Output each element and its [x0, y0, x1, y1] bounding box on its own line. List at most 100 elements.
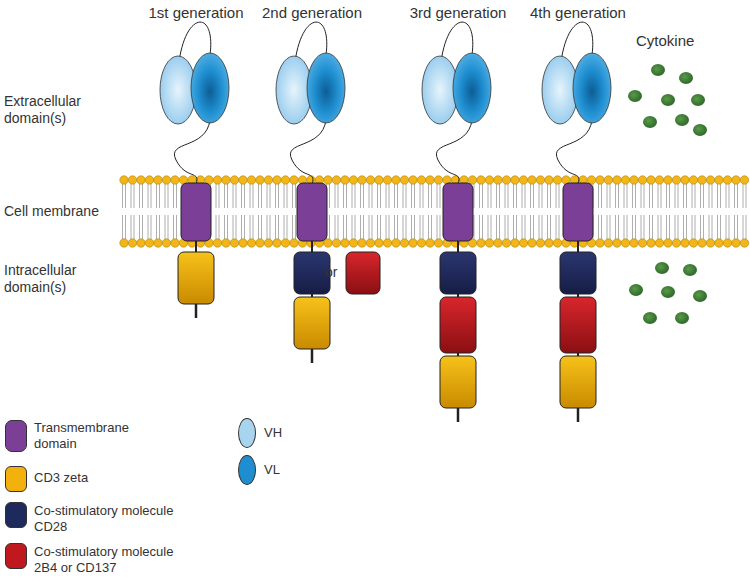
lipid-head — [681, 176, 689, 184]
lipid-tail — [125, 215, 126, 239]
lipid-head — [698, 176, 706, 184]
costim-2b4-cd137 — [440, 297, 476, 353]
costim-2b4-cd137 — [346, 252, 380, 294]
lipid-tail — [151, 215, 152, 239]
lipid-tail — [176, 184, 177, 208]
lipid-head — [120, 239, 128, 247]
lipid-tail — [267, 215, 268, 239]
lipid-head — [672, 239, 680, 247]
lipid-tail — [411, 184, 412, 208]
lipid-tail — [431, 184, 432, 208]
lipid-head — [383, 239, 391, 247]
lipid-tail — [380, 215, 381, 239]
lipid-tail — [729, 215, 730, 239]
lipid-tail — [678, 215, 679, 239]
vh-domain — [422, 56, 458, 124]
legend-swatch — [238, 418, 256, 448]
lipid-tail — [547, 215, 548, 239]
lipid-head — [290, 176, 298, 184]
lipid-tail — [700, 215, 701, 239]
lipid-tail — [658, 184, 659, 208]
cytokine-dot — [691, 94, 705, 106]
cd3-zeta — [440, 356, 476, 408]
lipid-tail — [488, 215, 489, 239]
lipid-head — [536, 239, 544, 247]
lipid-head — [723, 176, 731, 184]
lipid-tail — [258, 215, 259, 239]
lipid-tail — [632, 215, 633, 239]
lipid-tail — [598, 215, 599, 239]
generation-label: 1st generation — [136, 4, 256, 22]
lipid-head — [528, 176, 536, 184]
lipid-tail — [122, 184, 123, 208]
lipid-tail — [278, 184, 279, 208]
lipid-tail — [661, 184, 662, 208]
cytoplasmic-tail — [577, 408, 580, 422]
lipid-head — [706, 239, 714, 247]
lipid-head — [349, 239, 357, 247]
connector-stub — [311, 241, 313, 252]
lipid-tail — [717, 215, 718, 239]
lipid-tail — [292, 184, 293, 208]
lipid-tail — [618, 184, 619, 208]
lipid-tail — [598, 184, 599, 208]
lipid-tail — [372, 215, 373, 239]
row-label: Extracellular domain(s) — [4, 93, 119, 127]
lipid-tail — [261, 215, 262, 239]
lipid-tail — [258, 184, 259, 208]
lipid-tail — [270, 215, 271, 239]
lipid-tail — [661, 215, 662, 239]
hinge — [556, 120, 592, 184]
lipid-bilayer — [120, 176, 749, 247]
lipid-tail — [343, 184, 344, 208]
lipid-tail — [346, 215, 347, 239]
lipid-head — [596, 239, 604, 247]
lipid-head — [672, 176, 680, 184]
lipid-head — [213, 239, 221, 247]
lipid-tail — [227, 215, 228, 239]
lipid-tail — [159, 184, 160, 208]
cytokine-dot — [629, 284, 643, 296]
lipid-head — [145, 176, 153, 184]
lipid-head — [230, 176, 238, 184]
cytokine-dot — [643, 312, 657, 324]
lipid-tail — [559, 184, 560, 208]
lipid-head — [740, 176, 748, 184]
lipid-tail — [737, 184, 738, 208]
lipid-head — [604, 239, 612, 247]
lipid-tail — [355, 184, 356, 208]
lipid-head — [485, 176, 493, 184]
lipid-head — [332, 239, 340, 247]
lipid-tail — [423, 184, 424, 208]
lipid-tail — [692, 184, 693, 208]
lipid-tail — [641, 184, 642, 208]
lipid-head — [417, 176, 425, 184]
lipid-tail — [703, 184, 704, 208]
lipid-tail — [420, 184, 421, 208]
lipid-tail — [624, 184, 625, 208]
lipid-tail — [377, 184, 378, 208]
lipid-tail — [695, 215, 696, 239]
lipid-tail — [717, 184, 718, 208]
lipid-tail — [386, 184, 387, 208]
lipid-head — [222, 239, 230, 247]
lipid-head — [434, 176, 442, 184]
hinge — [436, 120, 472, 184]
lipid-head — [247, 176, 255, 184]
lipid-tail — [601, 215, 602, 239]
cytokine-dots — [628, 64, 707, 324]
lipid-tail — [236, 184, 237, 208]
lipid-tail — [505, 215, 506, 239]
lipid-head — [400, 239, 408, 247]
lipid-head — [545, 176, 553, 184]
vl-domain — [453, 53, 491, 123]
connector-stub — [195, 241, 197, 252]
lipid-tail — [479, 184, 480, 208]
lipid-tail — [525, 184, 526, 208]
lipid-head — [281, 239, 289, 247]
lipid-tail — [386, 215, 387, 239]
lipid-head — [553, 176, 561, 184]
lipid-tail — [224, 215, 225, 239]
lipid-tail — [278, 215, 279, 239]
lipid-head — [162, 176, 170, 184]
